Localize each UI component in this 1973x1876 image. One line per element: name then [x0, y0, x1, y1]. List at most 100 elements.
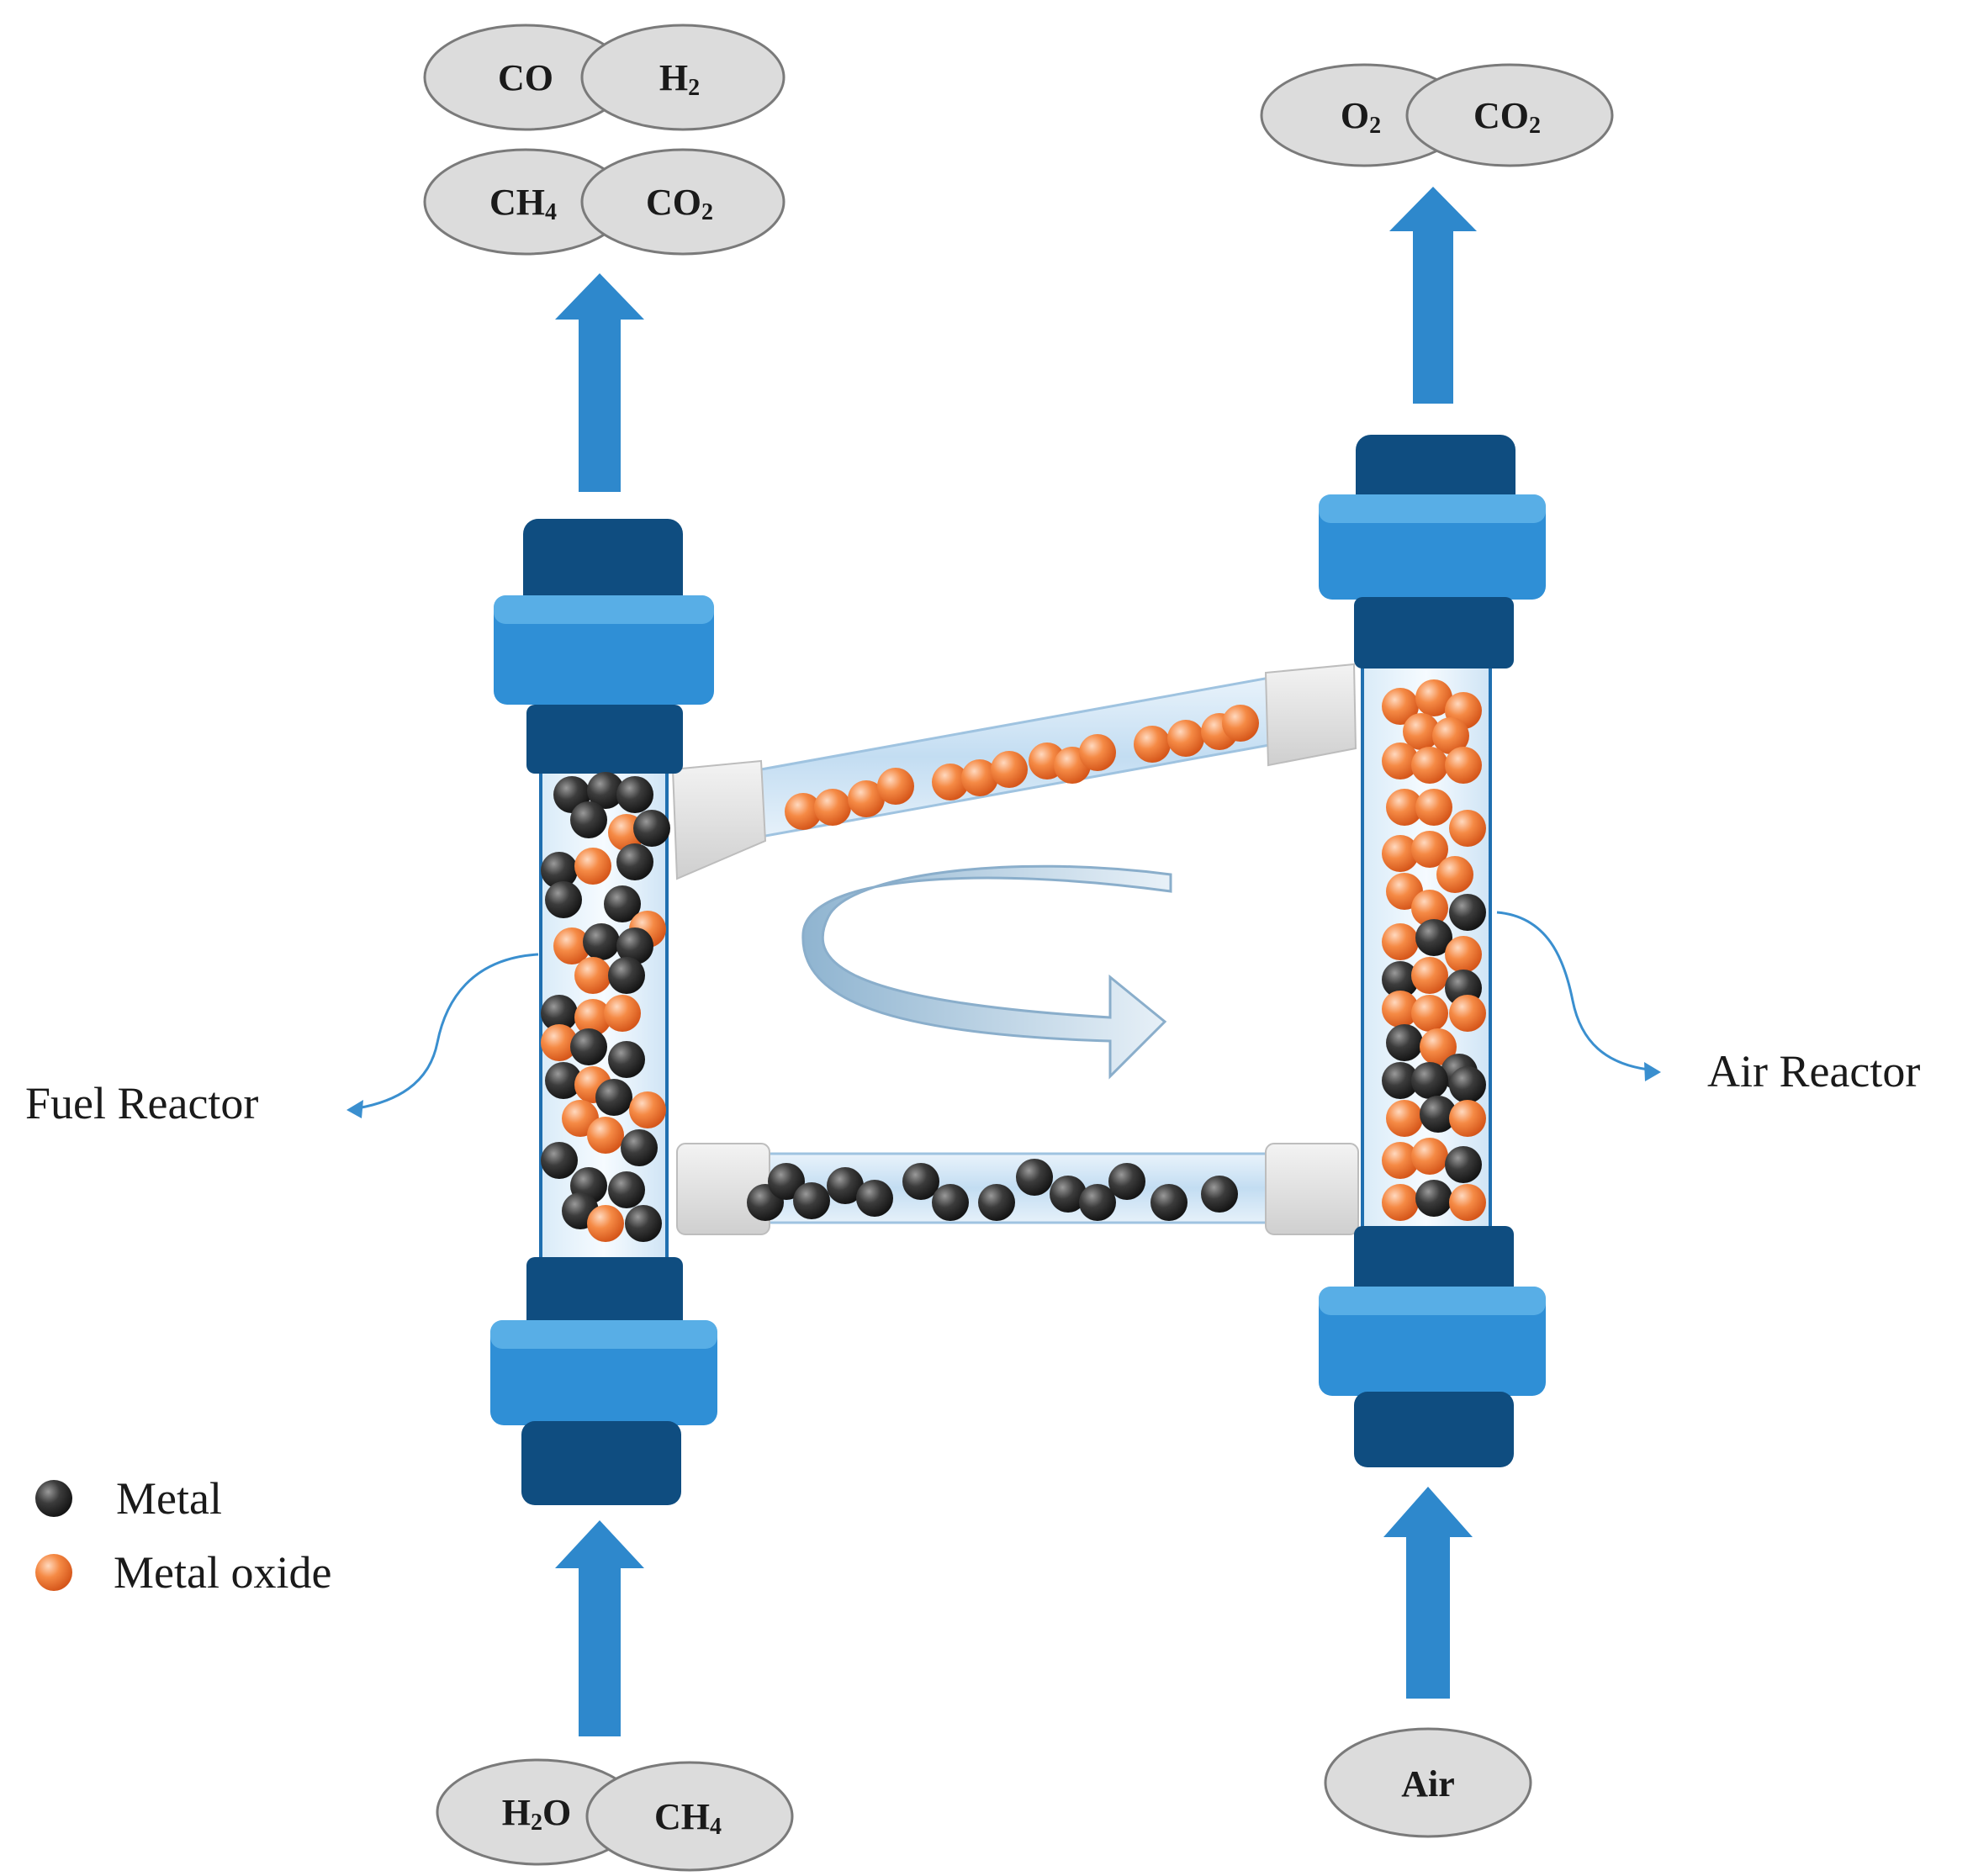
- oxide-particle-air-23: [1382, 991, 1419, 1028]
- circulation-arrow: [801, 864, 1172, 1080]
- oxide-particle-fuel-18: [574, 999, 611, 1036]
- metal-particle-fuel-35: [625, 1205, 662, 1242]
- gas-bubble-ch4-in: CH4: [585, 1761, 794, 1872]
- metal-particle-pipe-13: [1201, 1176, 1238, 1213]
- oxide-particle-pipe-10: [1134, 726, 1171, 763]
- gas-h2o-tail: O: [542, 1792, 571, 1833]
- legend-oxide-swatch: [35, 1554, 72, 1591]
- oxide-particle-fuel-28: [587, 1117, 624, 1154]
- gas-h2-sub: 2: [688, 75, 700, 101]
- metal-particle-pipe-8: [1016, 1159, 1053, 1196]
- oxide-particle-fuel-12: [553, 927, 590, 964]
- metal-particle-pipe-4: [856, 1180, 893, 1217]
- svg-text:CH4: CH4: [489, 182, 557, 225]
- oxide-particle-pipe-0: [785, 793, 822, 830]
- metal-particle-fuel-3: [570, 801, 607, 838]
- oxide-particle-air-38: [1382, 1184, 1419, 1221]
- oxide-particle-pipe-4: [932, 764, 969, 801]
- oxide-particle-air-10: [1449, 810, 1486, 847]
- metal-particle-pipe-11: [1108, 1163, 1145, 1200]
- fuel-inlet-arrow: [555, 1520, 644, 1736]
- gas-bubble-h2: H2: [580, 24, 785, 131]
- oxide-particle-air-1: [1415, 679, 1452, 716]
- metal-particle-fuel-6: [541, 852, 578, 889]
- oxide-particle-air-7: [1445, 747, 1482, 784]
- metal-particle-fuel-16: [608, 957, 645, 994]
- metal-particle-fuel-23: [545, 1062, 582, 1099]
- svg-text:H2O: H2O: [502, 1792, 571, 1836]
- gas-co-base: CO: [498, 57, 553, 98]
- gas-ch4-base: CH: [489, 182, 545, 223]
- oxide-particle-air-27: [1420, 1028, 1457, 1065]
- gas-h2-base: H: [659, 57, 688, 98]
- oxide-particle-pipe-3: [877, 768, 914, 805]
- gas-co2-base: CO: [646, 182, 701, 223]
- oxide-particle-fuel-34: [587, 1205, 624, 1242]
- gas-bubble-co2-air: CO2: [1405, 63, 1614, 167]
- air-output-gases: O2 CO2: [1260, 63, 1614, 167]
- oxide-particle-air-8: [1386, 789, 1423, 826]
- svg-text:CH4: CH4: [654, 1796, 722, 1840]
- oxide-particle-fuel-19: [604, 995, 641, 1032]
- oxide-particle-air-3: [1403, 713, 1440, 750]
- metal-particle-fuel-32: [608, 1171, 645, 1208]
- metal-particle-air-29: [1382, 1062, 1419, 1099]
- metal-particle-fuel-29: [621, 1129, 658, 1166]
- metal-particle-air-39: [1415, 1180, 1452, 1217]
- gas-bubble-co2-fuel: CO2: [580, 148, 785, 256]
- oxide-particle-air-0: [1382, 688, 1419, 725]
- metal-particle-air-20: [1382, 961, 1419, 998]
- air-input-gases: Air: [1324, 1727, 1532, 1838]
- oxide-particle-air-11: [1382, 835, 1419, 872]
- metal-particle-fuel-14: [616, 927, 653, 964]
- metal-particle-pipe-9: [1050, 1176, 1087, 1213]
- fuel-outlet-arrow: [555, 273, 644, 492]
- oxide-particle-air-12: [1411, 831, 1448, 868]
- oxide-particle-air-21: [1411, 957, 1448, 994]
- metal-particle-fuel-8: [616, 843, 653, 880]
- oxide-particle-pipe-9: [1079, 734, 1116, 771]
- legend: Metal Metal oxide: [35, 1473, 331, 1598]
- metal-particle-fuel-21: [570, 1028, 607, 1065]
- metal-particle-pipe-1: [768, 1163, 805, 1200]
- oxide-particle-air-19: [1445, 936, 1482, 973]
- oxide-particle-pipe-5: [961, 759, 998, 796]
- metal-particle-air-30: [1411, 1062, 1448, 1099]
- metal-particle-pipe-6: [932, 1184, 969, 1221]
- metal-particle-pipe-5: [902, 1163, 939, 1200]
- fuel-reactor-label-group: Fuel Reactor: [25, 953, 539, 1128]
- oxide-particle-air-4: [1432, 717, 1469, 754]
- metal-particle-pipe-3: [827, 1167, 864, 1204]
- metal-particle-fuel-13: [583, 923, 620, 960]
- svg-text:CO2: CO2: [646, 182, 713, 225]
- legend-item-metal: Metal: [35, 1473, 222, 1524]
- oxide-particle-air-25: [1449, 995, 1486, 1032]
- gas-o2-sub: 2: [1369, 113, 1381, 139]
- metal-particle-fuel-9: [545, 881, 582, 918]
- gas-bubble-o2: O2: [1260, 63, 1468, 167]
- oxide-particle-pipe-11: [1167, 720, 1204, 757]
- metal-particle-fuel-2: [616, 776, 653, 813]
- svg-text:CO2: CO2: [1473, 95, 1541, 139]
- metal-particle-air-26: [1386, 1024, 1423, 1061]
- oxide-particle-air-35: [1382, 1142, 1419, 1179]
- gas-ch4-in-base: CH: [654, 1796, 710, 1837]
- gas-bubble-h2o: H2O: [436, 1758, 641, 1866]
- oxide-particle-fuel-26: [629, 1091, 666, 1128]
- legend-item-metal-oxide: Metal oxide: [35, 1547, 331, 1598]
- metal-particle-fuel-17: [541, 995, 578, 1032]
- oxide-particle-air-24: [1411, 995, 1448, 1032]
- gas-ch4-in-sub: 4: [710, 1814, 722, 1840]
- fuel-reactor-label: Fuel Reactor: [25, 1078, 258, 1128]
- legend-metal-swatch: [35, 1480, 72, 1517]
- metal-particle-fuel-30: [541, 1142, 578, 1179]
- metal-particle-fuel-5: [633, 810, 670, 847]
- fuel-output-gases: CO H2 CH4 CO2: [423, 24, 785, 256]
- air-outlet-arrow: [1389, 187, 1477, 404]
- oxide-particle-air-9: [1415, 789, 1452, 826]
- oxide-particle-pipe-1: [814, 789, 851, 826]
- oxide-particle-air-6: [1411, 747, 1448, 784]
- svg-text:CO: CO: [498, 57, 553, 98]
- gas-bubble-ch4: CH4: [423, 148, 628, 256]
- metal-particle-fuel-22: [608, 1041, 645, 1078]
